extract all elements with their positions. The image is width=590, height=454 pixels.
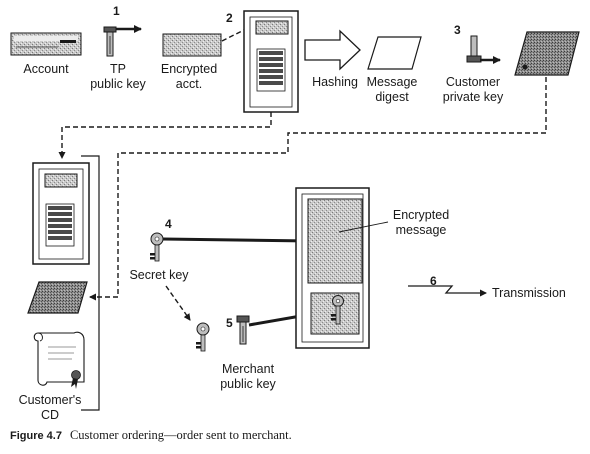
route-computer-to-cd-dashed: [58, 112, 272, 159]
encrypted-message-label-line2: message: [396, 223, 447, 237]
merchant-key-label-line1: Merchant: [222, 362, 275, 376]
encrypted-message-label-line1: Encrypted: [393, 208, 449, 222]
route-signature-to-cd-dashed: [89, 77, 547, 301]
hashing-arrow-icon: [304, 29, 361, 71]
tp-key-label-line2: public key: [90, 77, 146, 91]
secret-key-icon: [150, 232, 164, 262]
secret-key-copy-icon: [196, 322, 210, 352]
certificate-scroll-icon: [33, 331, 85, 389]
transmission-lightning-arrow: [408, 285, 487, 297]
figure-caption: Figure 4.7 Customer ordering—order sent t…: [10, 428, 292, 442]
cd-bracket: [81, 155, 100, 411]
encrypted-account-card-icon: [162, 33, 222, 57]
top-computer-icon: [243, 10, 299, 113]
signature-dot-icon: [522, 64, 528, 70]
encrypted-acct-label-line2: acct.: [176, 77, 202, 91]
step-3-number: 3: [454, 23, 461, 37]
customers-cd-label-line1: Customer's: [19, 393, 82, 407]
customer-key-label-line1: Customer: [446, 75, 500, 89]
tp-key-icon: [103, 26, 117, 57]
cd-computer-icon: [32, 162, 90, 265]
customer-key-label-line2: private key: [443, 90, 504, 104]
step-5-number: 5: [226, 316, 233, 330]
secret-key-label: Secret key: [129, 268, 189, 282]
merchant-public-key-icon: [236, 315, 250, 345]
customers-cd-label-line2: CD: [41, 408, 59, 422]
transmission-label: Transmission: [492, 286, 566, 300]
step-4-arrow: [162, 236, 311, 245]
customer-private-key-icon: [466, 35, 482, 63]
encrypted-message-pointer: [338, 221, 389, 233]
step-1-number: 1: [113, 4, 120, 18]
message-digest-label-line1: Message: [367, 75, 418, 89]
digital-envelope-icon: [295, 187, 370, 349]
signed-digest-icon: [514, 31, 580, 76]
cd-signed-digest-icon: [27, 281, 88, 314]
step-2-number: 2: [226, 11, 233, 25]
account-label: Account: [23, 62, 69, 76]
step-4-number: 4: [165, 217, 172, 231]
merchant-key-label-line2: public key: [220, 377, 276, 391]
account-card-icon: [10, 32, 82, 56]
encrypted-acct-label-line1: Encrypted: [161, 62, 217, 76]
hashing-label: Hashing: [312, 75, 358, 89]
secret-key-dashed-arrow: [165, 285, 191, 321]
message-digest-icon: [367, 36, 422, 70]
step-6-number: 6: [430, 274, 437, 288]
figure-caption-text: Customer ordering—order sent to merchant…: [70, 428, 292, 442]
envelope-key-icon: [331, 295, 344, 325]
tp-key-label-line1: TP: [110, 62, 126, 76]
message-digest-label-line2: digest: [375, 90, 409, 104]
figure-caption-label: Figure 4.7: [10, 430, 62, 442]
